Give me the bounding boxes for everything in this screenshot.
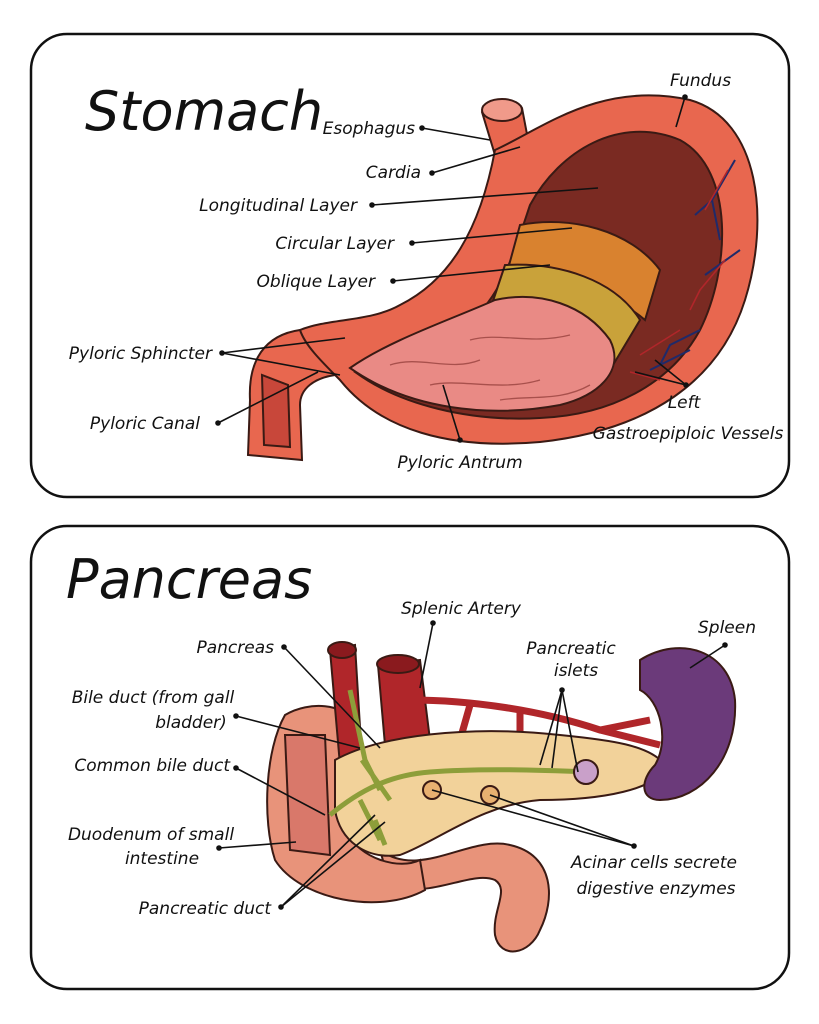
label-oblique-layer: Oblique Layer (257, 272, 376, 292)
label-pancreas: Pancreas (196, 638, 274, 658)
label-duodenum-line2: intestine (125, 849, 199, 869)
duodenum-section (283, 734, 332, 857)
label-islets-line1: Pancreatic (526, 639, 616, 659)
pancreas-illustration (266, 641, 737, 953)
stomach-illustration (246, 94, 759, 462)
stomach-card: Stomach (29, 32, 791, 499)
pancreas-title: Pancreas (66, 548, 312, 611)
stomach-mucosa (348, 296, 616, 412)
label-islets-line2: islets (554, 661, 598, 681)
gastroepiploic-arteries (629, 169, 729, 381)
label-duodenum-line1: Duodenum of small (68, 825, 234, 845)
label-fundus: Fundus (670, 71, 731, 91)
label-vessels-line1: Left (668, 393, 702, 413)
label-bile-duct-line1: Bile duct (from gall (72, 688, 235, 708)
label-spleen: Spleen (698, 618, 756, 638)
label-splenic-artery: Splenic Artery (401, 599, 522, 619)
spleen (639, 647, 737, 802)
label-circular-layer: Circular Layer (275, 234, 395, 254)
label-pyloric-canal: Pyloric Canal (90, 414, 200, 434)
label-cardia: Cardia (366, 163, 421, 183)
label-acinar-line1: Acinar cells secrete (570, 853, 737, 873)
mucosa-folds (389, 334, 591, 401)
label-bile-duct-line2: bladder) (155, 713, 227, 733)
pancreatic-islet-cluster (573, 759, 599, 785)
label-acinar-line2: digestive enzymes (576, 879, 735, 899)
pancreas-leader-lines (216, 620, 728, 910)
label-pyloric-sphincter: Pyloric Sphincter (69, 344, 213, 364)
duodenum-inner (260, 373, 292, 449)
stomach-title: Stomach (85, 80, 323, 143)
stomach-leader-lines (215, 94, 689, 443)
label-vessels-line2: Gastroepiploic Vessels (593, 424, 784, 444)
esophagus-opening (481, 98, 523, 122)
label-longitudinal-layer: Longitudinal Layer (199, 196, 358, 216)
label-common-bile-duct: Common bile duct (74, 756, 231, 776)
label-pancreatic-duct: Pancreatic duct (139, 899, 273, 919)
label-pyloric-antrum: Pyloric Antrum (397, 453, 522, 473)
pancreas-card: Pancreas (29, 524, 791, 991)
splenic-artery (409, 696, 661, 749)
label-esophagus: Esophagus (323, 119, 416, 139)
